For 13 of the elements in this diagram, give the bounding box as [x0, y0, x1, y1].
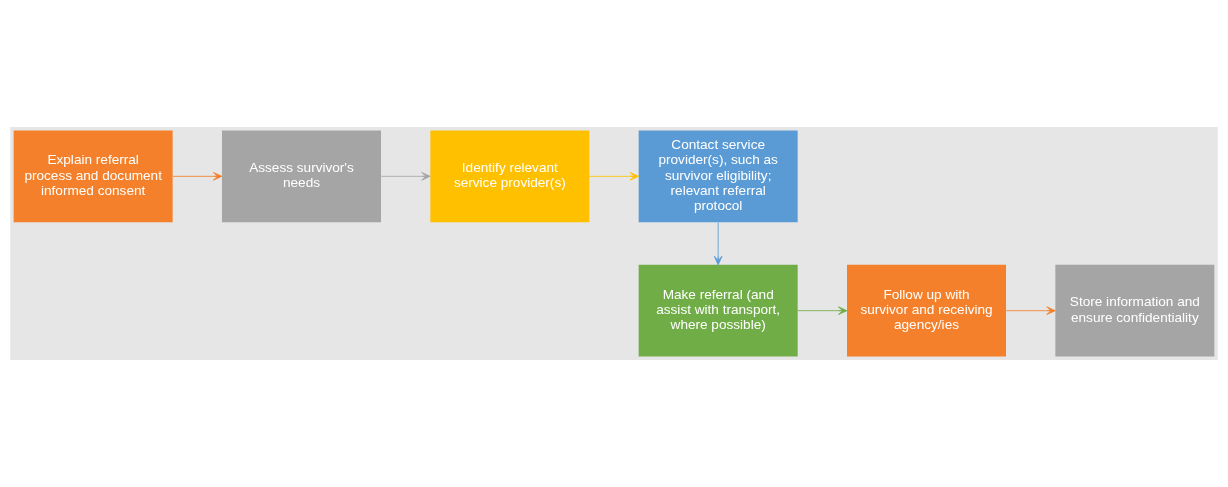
node-box: Identify relevant service provider(s): [430, 130, 590, 223]
arrow: [172, 172, 223, 181]
arrow: [589, 172, 639, 181]
arrow: [797, 306, 848, 315]
node-box: Contact service provider(s), such as survivor eligibility; relevant referral protocol: [638, 130, 798, 223]
node-box: Assess survivor's needs: [222, 130, 381, 223]
arrow: [1005, 306, 1056, 315]
arrow: [713, 222, 723, 266]
node-box: Follow up with survivor and receiving agency/ies: [847, 264, 1006, 357]
node-box: Explain referral process and document informed consent: [13, 130, 173, 223]
node-box: Store information and ensure confidentiality: [1055, 264, 1215, 357]
arrow: [380, 172, 431, 181]
node-box: Make referral (and assist with transport, where possible): [638, 264, 798, 357]
